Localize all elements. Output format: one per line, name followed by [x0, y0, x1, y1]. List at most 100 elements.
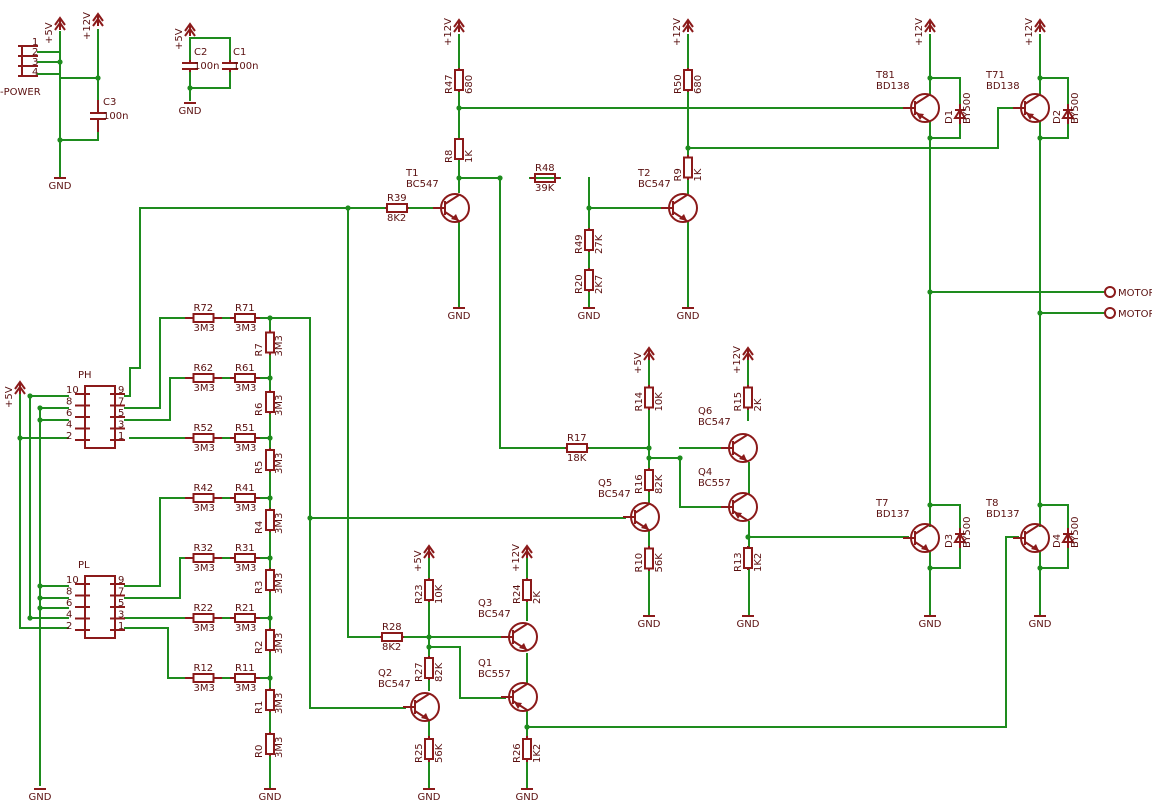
pin-number: 2 [66, 621, 72, 632]
resistor-r7 [265, 331, 275, 354]
resistor-value: 3M3 [235, 323, 256, 334]
resistor-name: R48 [535, 163, 555, 174]
connector-name: PL [78, 560, 90, 571]
transistor-name: Q3 [478, 598, 492, 609]
transistor-t1 [433, 193, 470, 223]
junction-dot [927, 289, 933, 295]
transistor-name: Q4 [698, 467, 712, 478]
resistor-name: R3 [254, 581, 265, 594]
junction-dot [1037, 75, 1043, 81]
resistor-name: R15 [733, 392, 744, 412]
pin-number: 5 [118, 408, 124, 419]
capacitor-value: 100n [103, 111, 128, 122]
ground-label: GND [516, 792, 539, 801]
supply-label: +5V [174, 28, 185, 50]
resistor-name: R6 [254, 403, 265, 416]
junction-dot [1037, 565, 1043, 571]
diode-type: BY500 [962, 516, 973, 548]
supply-arrow [184, 22, 196, 32]
transistor-name: Q1 [478, 658, 492, 669]
pin-number: 6 [66, 598, 72, 609]
resistor-name: R23 [414, 584, 425, 604]
resistor-value: 3M3 [194, 443, 215, 454]
resistor-name: R16 [634, 474, 645, 494]
transistor-t7 [903, 523, 940, 553]
wire [269, 317, 626, 519]
transistor-t81 [903, 93, 940, 123]
diode-name: D3 [944, 534, 955, 548]
transistor-collector [414, 693, 430, 704]
resistor-value: 680 [464, 75, 475, 94]
resistor-r2 [265, 629, 275, 651]
resistor-value: 2K [753, 398, 764, 411]
wire [428, 646, 506, 699]
pin-number: 10 [66, 575, 79, 586]
junction-dot [57, 137, 63, 143]
resistor-name: R41 [235, 483, 255, 494]
resistor-value: 3M3 [194, 323, 215, 334]
supply-label: +12V [672, 18, 683, 46]
ground-label: GND [737, 619, 760, 630]
resistor-name: R1 [254, 701, 265, 714]
supply-label: +5V [413, 550, 424, 572]
resistor-value: 2K [532, 591, 543, 604]
resistor-r12 [192, 673, 215, 683]
transistor-name: T1 [405, 168, 418, 179]
ground-label: GND [418, 792, 441, 801]
resistor-r42 [192, 493, 215, 503]
resistor-name: R17 [567, 433, 587, 444]
resistor-r8 [454, 138, 464, 160]
supply-label: +12V [732, 346, 743, 374]
wire [59, 123, 99, 177]
junction-dot [927, 75, 933, 81]
resistor-r14 [644, 386, 654, 409]
pin-number: 2 [66, 431, 72, 442]
transistor-name: Q6 [698, 406, 712, 417]
transistor-name: T81 [875, 70, 895, 81]
resistor-r6 [265, 391, 275, 413]
resistor-name: R42 [194, 483, 214, 494]
transistor-arrow [451, 214, 459, 221]
diode-d4 [1061, 532, 1075, 543]
wire [687, 107, 1019, 149]
junction-dot [17, 435, 23, 441]
transistor-type: BC547 [698, 417, 731, 428]
resistor-value: 3M3 [274, 633, 285, 654]
transistor-collector [732, 493, 748, 504]
wire [159, 317, 186, 409]
capacitor-value: 100n [233, 61, 258, 72]
transistor-collector [634, 503, 650, 514]
junction-dot [685, 145, 691, 151]
resistor-value: 2K7 [594, 275, 605, 294]
resistor-value: 56K [434, 743, 445, 763]
diode-name: D2 [1052, 110, 1063, 124]
resistor-value: 8K2 [387, 213, 406, 224]
resistor-r21 [234, 613, 256, 623]
transistor-type: BD137 [986, 509, 1020, 520]
resistor-name: R47 [444, 74, 455, 94]
ground-label: GND [677, 311, 700, 322]
supply-label: +12V [443, 18, 454, 46]
resistor-value: 3M3 [235, 383, 256, 394]
diode-type: BY500 [1070, 516, 1081, 548]
supply-arrow [423, 544, 435, 554]
diode-d1 [953, 108, 967, 119]
transistor-collector [732, 434, 748, 445]
resistor-r5 [265, 449, 275, 471]
resistor-name: R5 [254, 461, 265, 474]
resistor-name: R11 [235, 663, 255, 674]
resistor-r0 [265, 733, 275, 755]
resistor-r41 [234, 493, 256, 503]
resistor-value: 3M3 [235, 623, 256, 634]
diode-d2 [1061, 108, 1075, 119]
resistor-r61 [234, 373, 256, 383]
transistor-arrow [519, 643, 527, 650]
resistor-r52 [192, 433, 215, 443]
motor-terminal [1104, 307, 1116, 319]
transistor-type: BD138 [986, 81, 1020, 92]
diode-d3 [953, 532, 967, 543]
pin-number: 4 [32, 67, 38, 78]
transistor-type: BC547 [638, 179, 671, 190]
resistor-value: 10K [654, 392, 665, 412]
pin-number: 8 [66, 397, 72, 408]
